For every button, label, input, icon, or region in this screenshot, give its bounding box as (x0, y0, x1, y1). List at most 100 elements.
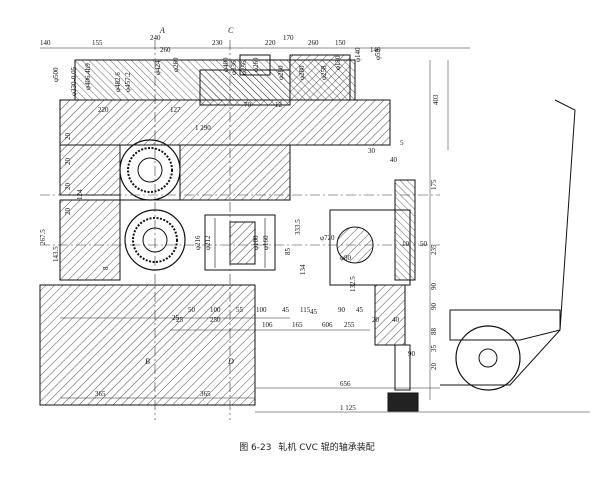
figure-caption: 图 6-23 轧机 CVC 辊的轴承装配 (0, 440, 614, 453)
dim-upper-2: 70 (244, 101, 252, 109)
dia-14: φ130 (334, 55, 342, 70)
dim-right-3: 50 (420, 240, 428, 248)
roller-bearing-center (204, 214, 276, 271)
dim-top-1: 155 (92, 39, 103, 47)
dia-9: φ256 (240, 60, 248, 75)
dim-center-5: φ80 (340, 254, 352, 262)
dim-right-2: 10 (402, 240, 410, 248)
dim-upper-3: 12 (275, 101, 283, 109)
section-labels: A C B D (145, 26, 234, 366)
dim-bottom-15: 40 (392, 316, 400, 324)
left-dimension-labels: 20 20 20 20 124 267.5 143.5 8 (39, 133, 110, 271)
dim-left-7: 8 (102, 266, 110, 270)
section-a: A (159, 26, 165, 35)
dim-center-11: 25 (172, 314, 180, 322)
dim-bottom-2: 55 (236, 306, 244, 314)
dim-overall-3: 1 125 (340, 404, 356, 412)
dim-upper-6: 40 (390, 156, 398, 164)
dim-right-5: 90 (430, 303, 438, 311)
dim-right-6: 88 (430, 328, 438, 336)
dim-center-1: φ216 (194, 235, 202, 250)
dim-bottom-9: 250 (210, 316, 221, 324)
bottom-dimension-labels: 50 100 55 100 45 115 90 45 25 250 106 16… (176, 306, 416, 358)
top-dimension-labels: 140 155 240 260 230 220 170 260 150 140 (40, 34, 381, 54)
dim-bottom-13: 255 (344, 321, 355, 329)
dia-10: φ260 (252, 57, 260, 72)
dim-upper-4: 1 290 (195, 124, 211, 132)
dim-bottom-1: 100 (210, 306, 221, 314)
dim-center-8: 132.5 (349, 276, 357, 292)
dia-4: φ457.2 (124, 72, 132, 92)
dim-center-3: φ100 (252, 235, 260, 250)
dim-left-5: 267.5 (39, 229, 47, 245)
dim-bottom-3: 100 (256, 306, 267, 314)
dia-5: φ424 (154, 60, 162, 75)
dim-bottom-11: 165 (292, 321, 303, 329)
dim-right-7: 35 (430, 345, 438, 353)
section-c: C (228, 26, 234, 35)
dim-bottom-6: 90 (338, 306, 346, 314)
dia-3: φ482.6 (114, 72, 122, 92)
dim-left-0: 20 (64, 133, 72, 141)
dim-center-7: 85 (284, 248, 292, 256)
center-dimension-labels: φ720 φ216 φ212 φ100 φ160 φ80 333.5 85 13… (172, 219, 357, 322)
dia-13: φ258 (320, 65, 328, 80)
dia-7: φ400 (222, 57, 230, 72)
section-b: B (145, 357, 150, 366)
dia-2: φ330-0.05 (70, 66, 78, 96)
dim-right-1: 235 (430, 244, 438, 255)
dim-bottom-12: 606 (322, 321, 333, 329)
dia-6: φ260 (172, 57, 180, 72)
dia-16: φ59 (374, 48, 382, 60)
upper-dimension-labels: 220 127 70 12 1 290 30 40 5 403 (98, 94, 440, 164)
dim-top-0: 140 (40, 39, 51, 47)
bearing-upper (119, 139, 181, 201)
dim-upper-7: 5 (400, 139, 404, 147)
dim-center-4: φ160 (262, 235, 270, 250)
dim-bottom-4: 45 (282, 306, 290, 314)
dim-upper-8: 403 (432, 94, 440, 105)
dia-1: φ406.4h9 (84, 63, 92, 90)
dim-right-8: 20 (430, 363, 438, 371)
dim-overall-0: 365 (95, 390, 106, 398)
overall-dimension-labels: 365 365 656 1 125 (95, 380, 356, 412)
dim-bottom-7: 45 (356, 306, 364, 314)
dim-bottom-14: 20 (372, 316, 380, 324)
dim-overall-1: 365 (200, 390, 211, 398)
dim-top-4: 230 (212, 39, 223, 47)
dim-top-9: 140 (370, 46, 381, 54)
dim-left-4: 124 (76, 189, 84, 200)
section-d: D (227, 357, 234, 366)
dim-top-7: 260 (308, 39, 319, 47)
figure-number: 图 6-23 (239, 443, 272, 453)
dim-left-1: 20 (64, 158, 72, 166)
dia-0: φ500 (52, 67, 60, 82)
dim-top-3: 260 (160, 46, 171, 54)
center-lines (40, 40, 440, 420)
dim-bottom-16: 90 (408, 350, 416, 358)
dia-8: φ336 (230, 60, 238, 75)
dim-center-10: 45 (310, 308, 318, 316)
dia-15: φ140 (354, 47, 362, 62)
top-roller-bearing (199, 54, 351, 106)
dim-top-6: 170 (283, 34, 294, 42)
dim-center-2: φ212 (204, 235, 212, 250)
dim-top-8: 150 (335, 39, 346, 47)
dim-left-6: 143.5 (52, 246, 60, 262)
dia-12: φ280 (298, 65, 306, 80)
dim-right-0: 175 (430, 179, 438, 190)
dim-bottom-0: 50 (188, 306, 196, 314)
right-dimension-labels: 175 235 10 50 90 90 88 35 20 (402, 179, 438, 370)
dim-center-9: 134 (299, 264, 307, 275)
dim-center-6: 333.5 (294, 219, 302, 235)
figure-title: 轧机 CVC 辊的轴承装配 (278, 443, 375, 453)
wheel-assembly (440, 99, 576, 391)
dim-upper-1: 127 (170, 106, 181, 114)
dim-bottom-8: 25 (176, 316, 184, 324)
dimension-lines (40, 47, 590, 413)
hydraulic-assembly (329, 179, 419, 412)
dim-bottom-10: 106 (262, 321, 273, 329)
dim-right-4: 90 (430, 283, 438, 291)
housing-section (39, 99, 391, 406)
